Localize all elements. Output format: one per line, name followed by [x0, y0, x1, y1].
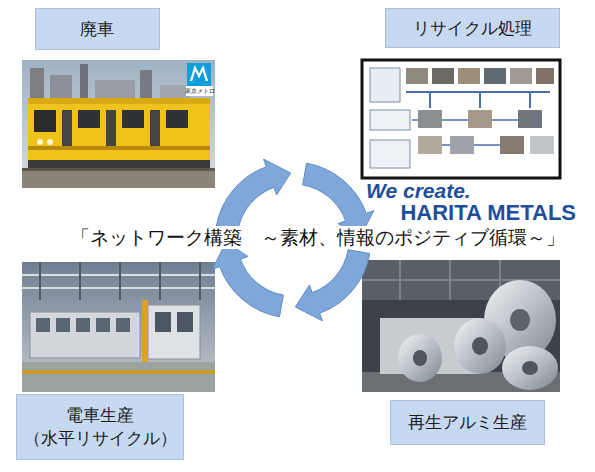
factory-photo: [22, 262, 215, 392]
box-label: リサイクル処理: [413, 17, 532, 40]
box-label: 電車生産 （水平リサイクル）: [23, 404, 177, 450]
recycling-panel: [362, 60, 560, 178]
logo-text: HARITA METALS: [400, 200, 576, 226]
label-box: 再生アルミ生産: [390, 400, 545, 445]
box-label: 再生アルミ生産: [408, 411, 527, 434]
box-label: 廃車: [80, 18, 114, 41]
logo-text: 東京メトロ: [185, 87, 215, 94]
train-photo: [22, 60, 215, 188]
aluminium-photo: [362, 260, 560, 392]
label-box: 電車生産 （水平リサイクル）: [16, 394, 184, 460]
label-box: リサイクル処理: [385, 8, 560, 48]
label-box: 廃車: [35, 8, 160, 50]
center-caption: 「ネットワーク構築 ～素材、情報のポジティブ循環～」: [68, 226, 568, 249]
logo-text: We create.: [366, 178, 471, 203]
